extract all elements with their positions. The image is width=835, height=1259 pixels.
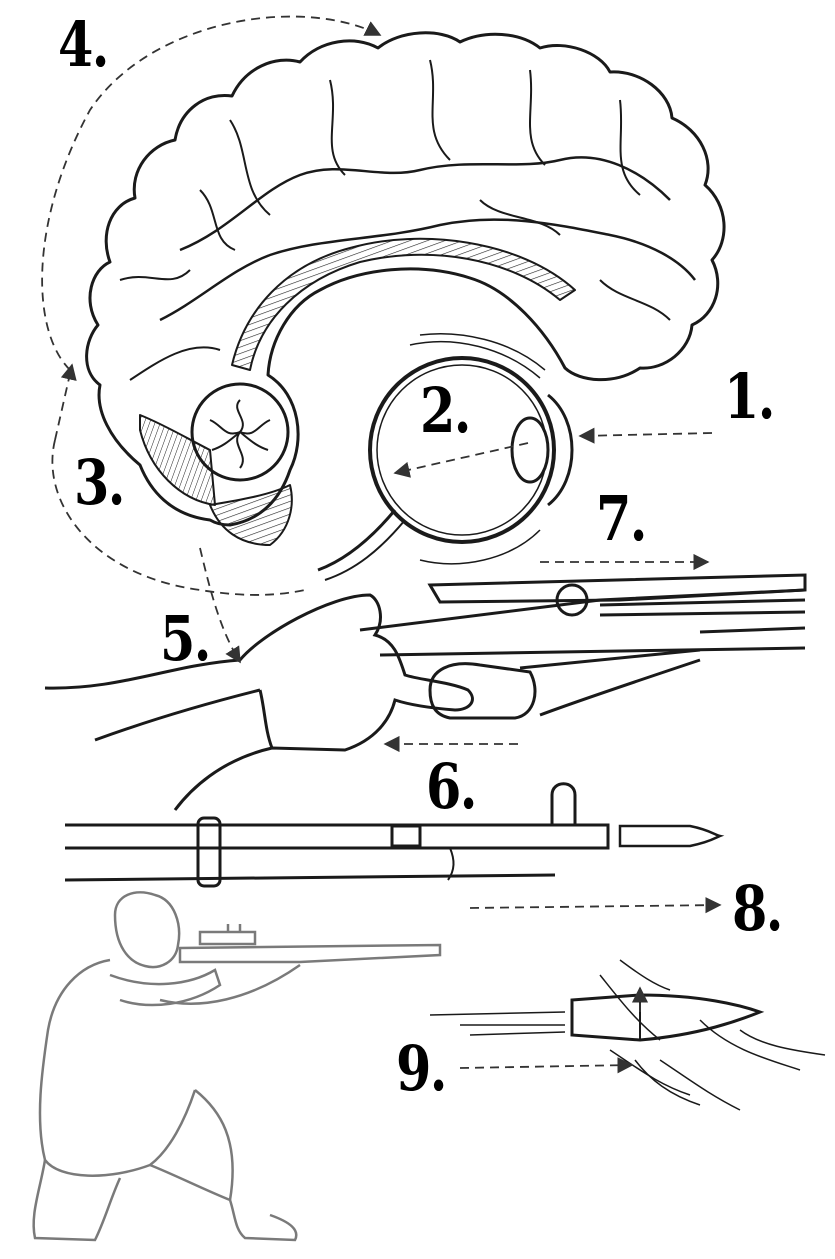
front-sight	[552, 784, 575, 825]
brain-sulcus-11	[480, 200, 560, 235]
barrel-band-1	[198, 818, 220, 886]
shooter-right-arm	[160, 965, 300, 1004]
arrow-8	[470, 905, 720, 908]
barrel-tube	[65, 825, 608, 848]
step-label-5: 5.	[160, 608, 210, 670]
barrel-illustration	[65, 784, 720, 886]
brain-sulcus-6	[530, 70, 545, 165]
bullet-in-flight-small	[620, 826, 720, 846]
eye-illustration	[318, 334, 572, 580]
kneeling-shooter-illustration	[34, 892, 440, 1240]
shooter-left-arm	[110, 970, 220, 1005]
step-label-1: 1.	[724, 366, 774, 428]
rifle-scope	[200, 932, 255, 944]
rifle-action-illustration	[45, 575, 805, 810]
brain-inner-band	[232, 239, 575, 370]
eye-muscle-bottom	[420, 530, 540, 564]
brain-sulcus-3	[230, 120, 270, 215]
cerebellum	[192, 384, 288, 480]
bullet-large	[572, 995, 760, 1040]
brain-sulcus-7	[620, 100, 640, 195]
arrow-3-up	[55, 365, 72, 440]
optic-nerve	[318, 510, 395, 570]
brain-stem	[210, 485, 292, 545]
brain-sulcus-1	[180, 157, 670, 250]
step-label-4: 4.	[58, 14, 108, 76]
shooter-leg-back	[34, 1160, 120, 1240]
step-label-9: 9.	[396, 1038, 446, 1100]
brain-sulcus-8	[130, 347, 220, 380]
arrow-1-to-eye	[580, 433, 712, 436]
brain-sulcus-4	[330, 80, 345, 175]
step-label-7: 7.	[596, 488, 646, 550]
shooter-torso	[40, 960, 195, 1176]
shooter-leg-front	[150, 1165, 296, 1240]
brain-sulcus-5	[430, 60, 450, 160]
shooter-hand	[45, 595, 472, 810]
step-label-2: 2.	[420, 380, 470, 442]
eye-cornea	[548, 395, 572, 505]
step-label-3: 3.	[74, 452, 124, 514]
brain-sulcus-9	[120, 270, 190, 280]
bullet-impact-illustration	[430, 960, 825, 1110]
brain-illustration	[87, 33, 724, 545]
arrow-eye-to-brain	[395, 443, 528, 473]
brain-occipital-hatch	[140, 415, 215, 505]
eye-lens	[512, 418, 548, 482]
arrow-9	[460, 1065, 632, 1068]
shooter-head	[115, 892, 179, 967]
shooter-rifle	[180, 945, 440, 962]
rifle-stock-lower	[380, 648, 805, 655]
brain-sulcus-12	[600, 280, 670, 320]
step-label-6: 6.	[426, 756, 476, 818]
step-label-8: 8.	[732, 878, 782, 940]
barrel-band-2	[392, 826, 420, 846]
eye-muscle-top	[420, 334, 545, 370]
